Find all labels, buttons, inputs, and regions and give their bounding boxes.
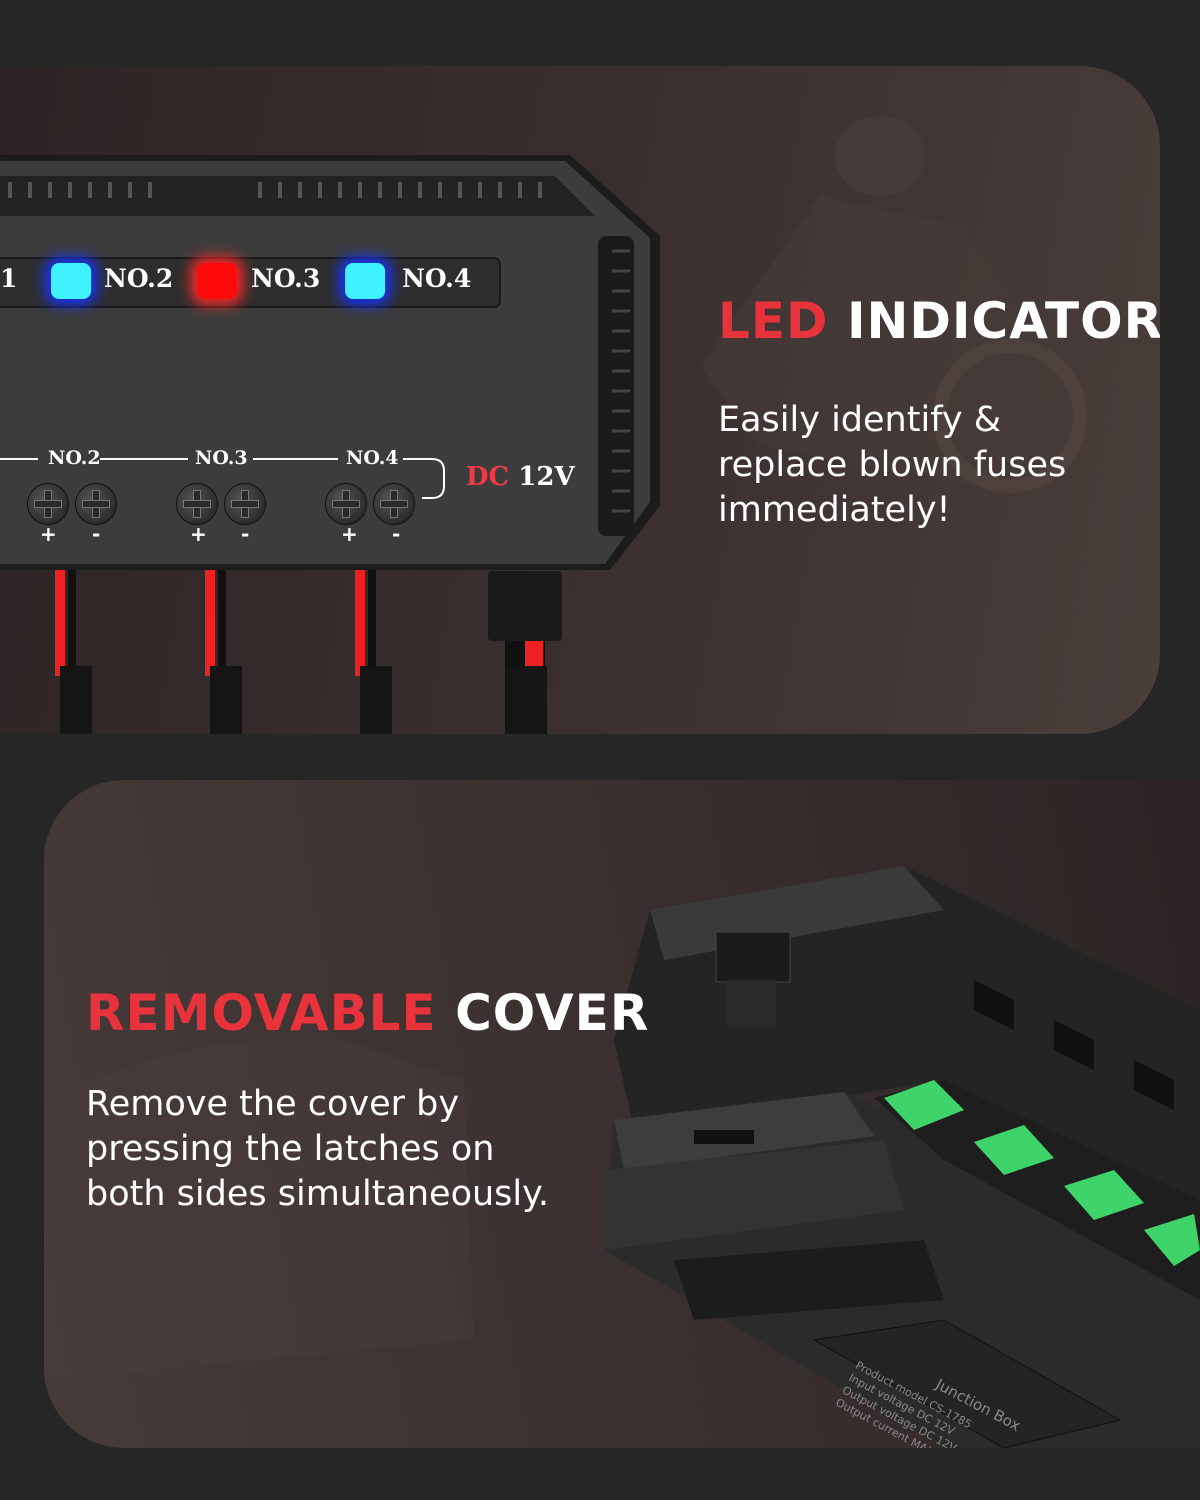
dc-voltage: 12V (509, 462, 575, 492)
dc-accent: DC (466, 462, 510, 492)
screw-icon (176, 483, 218, 525)
removable-cover-heading: REMOVABLE COVER (86, 984, 649, 1042)
screw-icon (373, 483, 415, 525)
wires (55, 566, 562, 734)
description-line: Remove the cover by (86, 1084, 460, 1124)
plus-sign: + (40, 522, 57, 546)
led-indicator-panel: 1 NO.2 NO.3 NO.4 NO.2 NO.3 NO.4 + - + - … (0, 66, 1160, 734)
led-no2 (51, 263, 91, 299)
led-label: NO.4 (402, 264, 472, 293)
led-no3 (197, 263, 237, 299)
junction-box-illustration: Junction Box Product model CS-1785 Input… (44, 866, 1200, 1448)
description-line: Easily identify & (718, 400, 1002, 440)
terminal-label: NO.3 (195, 447, 248, 469)
removable-cover-description: Remove the cover by pressing the latches… (86, 1082, 549, 1217)
minus-sign: - (92, 522, 101, 546)
led-indicator-heading: LED INDICATOR (718, 292, 1160, 350)
led-no4 (345, 263, 385, 299)
plus-sign: + (190, 522, 207, 546)
dc-12v-label: DC 12V (466, 462, 575, 492)
minus-sign: - (392, 522, 401, 546)
screw-icon (224, 483, 266, 525)
heading-accent: LED (718, 292, 829, 350)
terminal-label: NO.2 (48, 447, 101, 469)
terminal-label: NO.4 (346, 447, 399, 469)
led-label: 1 (0, 264, 18, 293)
description-line: both sides simultaneously. (86, 1174, 549, 1214)
screw-icon (325, 483, 367, 525)
heading-accent: REMOVABLE (86, 984, 437, 1042)
description-line: replace blown fuses (718, 445, 1067, 485)
led-indicator-description: Easily identify & replace blown fuses im… (718, 398, 1066, 533)
plus-sign: + (341, 522, 358, 546)
screw-icon (75, 483, 117, 525)
heading-rest: INDICATOR (828, 292, 1160, 350)
removable-cover-panel: Junction Box Product model CS-1785 Input… (44, 780, 1200, 1448)
led-label: NO.3 (251, 264, 321, 293)
description-line: pressing the latches on (86, 1129, 495, 1169)
screw-icon (27, 483, 69, 525)
led-label: NO.2 (104, 264, 174, 293)
description-line: immediately! (718, 490, 951, 530)
minus-sign: - (241, 522, 250, 546)
heading-rest: COVER (436, 984, 650, 1042)
